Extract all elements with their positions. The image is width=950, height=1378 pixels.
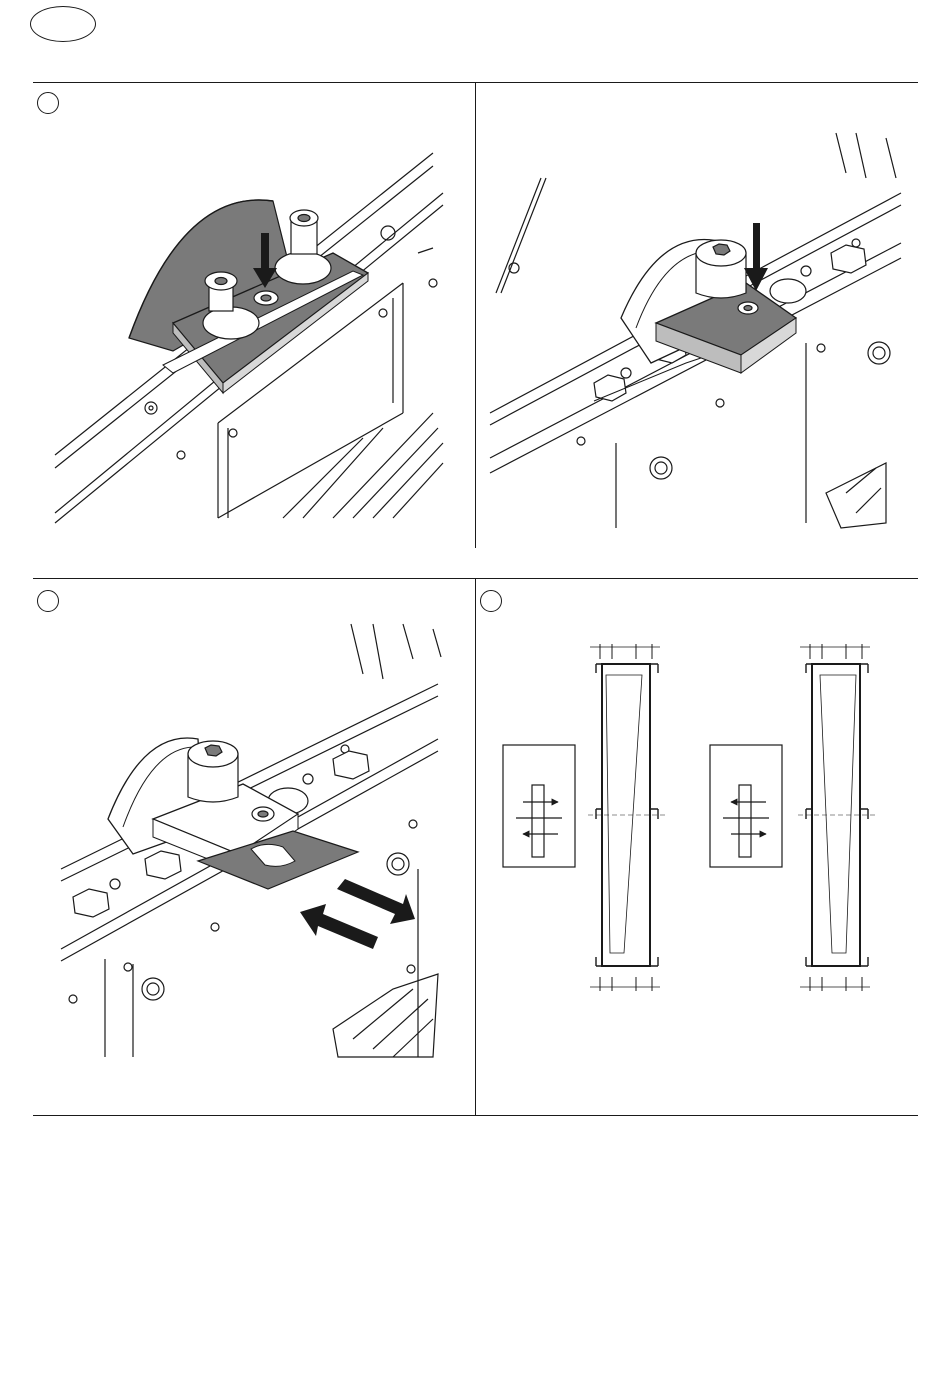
panel-b	[476, 83, 918, 548]
step-circle-c	[37, 590, 59, 612]
illustration-clamp-tightened	[476, 83, 918, 548]
panel-a	[33, 83, 475, 548]
inset-right	[710, 745, 782, 867]
language-badge	[30, 6, 96, 42]
illustration-blade-adjustment-diagram	[476, 579, 918, 1115]
panel-d	[476, 579, 918, 1115]
step-circle-d	[480, 590, 502, 612]
illustration-clamp-shim-inserted	[33, 83, 475, 548]
profile-right	[798, 644, 878, 991]
inset-left	[503, 745, 575, 867]
illustration-shim-removal	[33, 579, 475, 1115]
step-circle-a	[37, 92, 59, 114]
panel-c	[33, 579, 475, 1115]
bottom-divider	[33, 1115, 918, 1116]
profile-left	[588, 644, 668, 991]
